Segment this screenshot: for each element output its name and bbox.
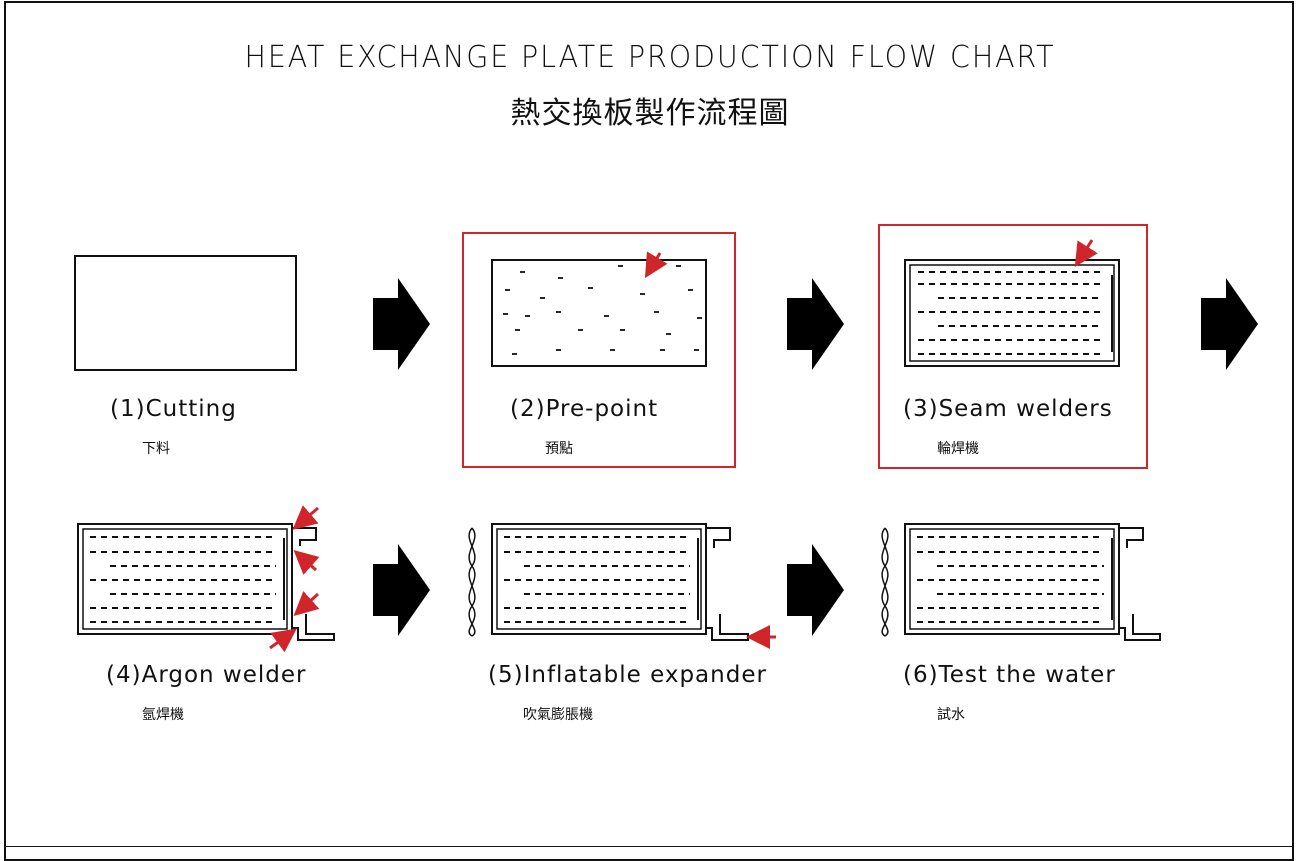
seam-welded-plate — [904, 239, 1120, 367]
flow-arrow-icon — [373, 544, 430, 636]
step-5-label: (5)Inflatable expander — [488, 662, 767, 688]
pointer-arrow-icon — [292, 505, 319, 530]
step-6-label: (6)Test the water — [903, 662, 1116, 688]
chart-title-english: HEAT EXCHANGE PLATE PRODUCTION FLOW CHAR… — [244, 40, 1056, 75]
cut-sheet-plate — [74, 255, 297, 371]
step-1-sublabel: 下料 — [142, 441, 170, 457]
pointer-arrow-icon — [1074, 239, 1098, 268]
pre-point-plate — [491, 251, 707, 367]
title-block-rule — [4, 846, 1294, 847]
flow-arrow-icon — [373, 278, 430, 370]
pointer-arrow-icon — [293, 550, 320, 575]
expanded-plate — [468, 523, 776, 649]
step-2-label: (2)Pre-point — [510, 396, 659, 422]
step-3-label: (3)Seam welders — [903, 396, 1113, 422]
step-4-label: (4)Argon welder — [106, 662, 307, 688]
step-3-highlight-box — [878, 224, 1148, 469]
flow-arrow-icon — [787, 278, 844, 370]
pointer-arrow-icon — [293, 591, 320, 617]
flow-arrow-icon — [1201, 278, 1258, 370]
step-5-sublabel: 吹氣膨脹機 — [523, 707, 593, 723]
pointer-arrow-icon — [644, 251, 668, 279]
step-1-label: (1)Cutting — [110, 396, 237, 422]
pointer-arrow-icon — [269, 628, 297, 653]
step-2-highlight-box — [462, 232, 736, 468]
step-3-sublabel: 輪焊機 — [937, 441, 979, 457]
step-6-sublabel: 試水 — [937, 707, 965, 723]
argon-welded-plate — [77, 505, 335, 653]
flow-arrow-icon — [787, 544, 844, 636]
chart-title-chinese: 熱交換板製作流程圖 — [510, 96, 790, 131]
water-test-plate — [881, 523, 1161, 641]
step-4-sublabel: 氬焊機 — [142, 707, 184, 723]
step-2-sublabel: 預點 — [545, 441, 573, 457]
